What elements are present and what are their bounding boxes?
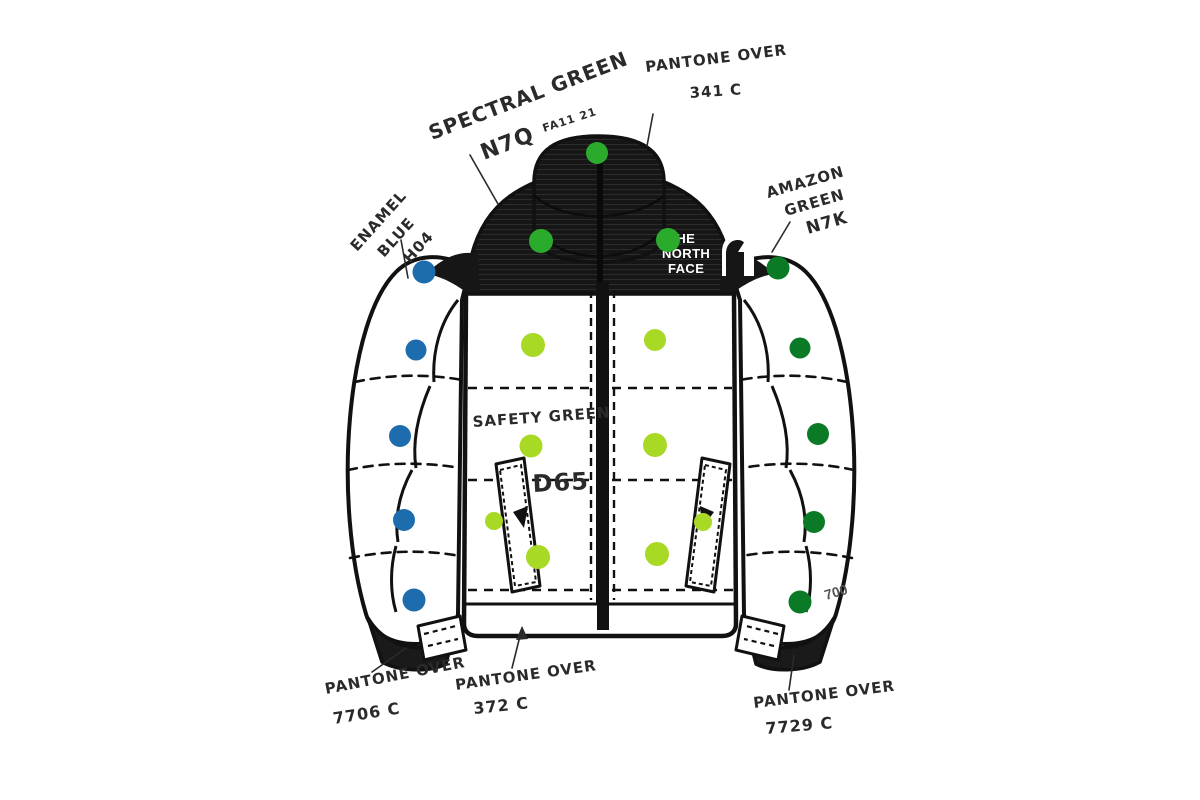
- right-sleeve: 700: [728, 255, 857, 672]
- jacket-technical-drawing: 700: [345, 134, 857, 672]
- swatch-dot-safety-green: [519, 434, 543, 458]
- swatch-dot-amazon-green: [807, 423, 829, 445]
- swatch-dot-enamel-blue: [393, 509, 415, 531]
- swatch-dot-enamel-blue: [389, 425, 411, 447]
- swatch-dots-yoke: [529, 142, 680, 253]
- swatch-dot-spectral-green: [656, 228, 680, 252]
- fill-power-label: 700: [822, 581, 849, 603]
- swatch-dot-safety-green: [645, 542, 669, 566]
- swatch-dot-safety-green: [694, 513, 712, 531]
- swatch-dots-left-sleeve: [389, 260, 436, 612]
- leader-line-pantone-341c: [646, 113, 654, 147]
- swatch-dot-enamel-blue: [412, 260, 436, 284]
- swatch-dots-body: [485, 329, 712, 569]
- swatch-dot-amazon-green: [788, 590, 812, 614]
- leader-line-amazon-green: [771, 221, 791, 253]
- leader-line-pantone-7729c: [788, 654, 795, 691]
- swatch-dot-amazon-green: [789, 337, 811, 359]
- left-sleeve: [345, 255, 472, 672]
- swatch-dot-spectral-green: [529, 229, 553, 253]
- swatch-dot-safety-green: [521, 333, 545, 357]
- right-cuff: [734, 614, 836, 672]
- leader-line-enamel-blue: [400, 239, 409, 279]
- swatch-dot-amazon-green: [803, 511, 825, 533]
- left-cuff: [366, 614, 468, 672]
- swatch-dot-safety-green: [485, 512, 503, 530]
- swatch-dot-enamel-blue: [402, 588, 426, 612]
- annotation-safety-green-line2: D65: [532, 467, 590, 498]
- center-front-zipper: [589, 160, 616, 630]
- arrowhead-pantone-372c: [516, 626, 528, 640]
- swatch-dot-amazon-green: [766, 256, 790, 280]
- swatch-dot-enamel-blue: [405, 339, 427, 361]
- leader-line-spectral-green: [469, 154, 499, 205]
- swatch-dot-safety-green: [644, 329, 666, 351]
- leader-line-pantone-7706c: [371, 647, 407, 673]
- swatch-dot-safety-green: [526, 545, 550, 569]
- swatch-dot-spectral-green: [586, 142, 608, 164]
- tnf-logo-line3: FACE: [668, 261, 704, 276]
- swatch-dot-safety-green: [643, 433, 667, 457]
- swatch-dots-right-sleeve: [766, 256, 829, 614]
- annotation-pantone-341c-line2: 341 C: [689, 80, 743, 102]
- half-dome-icon: [722, 234, 754, 276]
